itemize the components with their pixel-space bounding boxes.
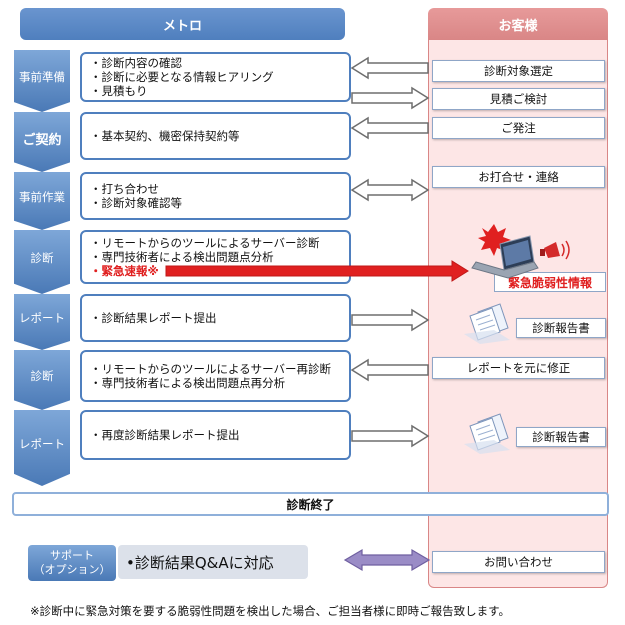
- task-line: ・診断結果レポート提出: [90, 311, 217, 325]
- phase-rereport: レポート: [14, 410, 70, 486]
- phase-label: 事前作業: [19, 190, 65, 204]
- report-document-icon: [464, 413, 510, 454]
- task-line: ・診断対象確認等: [90, 196, 182, 210]
- arrow-right-icon: [351, 308, 430, 332]
- customer-task-inquiry: お問い合わせ: [432, 551, 605, 573]
- task-box-rereport: ・再度診断結果レポート提出: [80, 410, 351, 460]
- task-line: ・基本契約、機密保持契約等: [90, 129, 240, 143]
- task-box-contract: ・基本契約、機密保持契約等: [80, 112, 351, 160]
- customer-task-meeting: お打合せ・連絡: [432, 166, 605, 188]
- phase-label: 診断: [30, 369, 54, 383]
- megaphone-icon: [540, 240, 570, 260]
- task-line: ・打ち合わせ: [90, 182, 159, 196]
- support-arrow-icon: [343, 548, 431, 572]
- task-line: ・リモートからのツールによるサーバー再診断: [90, 362, 332, 376]
- phase-contract: ご契約: [14, 112, 70, 172]
- task-box-pre-work: ・打ち合わせ ・診断対象確認等: [80, 172, 351, 220]
- arrow-both-icon: [350, 178, 430, 202]
- task-box-rediagnosis: ・リモートからのツールによるサーバー再診断 ・専門技術者による検出問題点再分析: [80, 350, 351, 402]
- urgent-note: ・緊急速報※: [90, 264, 159, 278]
- report-label: 診断報告書: [516, 427, 606, 447]
- customer-header: お客様: [428, 8, 608, 40]
- arrow-left-icon: [350, 56, 429, 80]
- arrow-right-icon: [351, 86, 430, 110]
- support-description: •診断結果Q&Aに対応: [118, 545, 308, 579]
- phase-report: レポート: [14, 294, 70, 350]
- laptop-alert-icon: [471, 224, 539, 279]
- footnote: ※診断中に緊急対策を要する脆弱性問題を検出した場合、ご担当者様に即時ご報告致しま…: [30, 604, 510, 618]
- task-box-report: ・診断結果レポート提出: [80, 294, 351, 342]
- phase-pre-work: 事前作業: [14, 172, 70, 230]
- customer-task-fix: レポートを元に修正: [432, 357, 605, 379]
- metro-header: メトロ: [20, 8, 345, 40]
- phase-label: レポート: [19, 437, 65, 451]
- phase-label: ご契約: [22, 132, 62, 148]
- arrow-right-icon: [351, 424, 430, 448]
- support-line: サポート: [50, 549, 94, 562]
- report-document-icon: [464, 303, 510, 344]
- phase-pre-preparation: 事前準備: [14, 50, 70, 112]
- task-line: ・専門技術者による検出問題点分析: [90, 250, 274, 264]
- urgent-arrow-icon: [165, 260, 469, 282]
- phase-rediagnosis: 診断: [14, 350, 70, 410]
- task-line: ・リモートからのツールによるサーバー診断: [90, 236, 320, 250]
- phase-diagnosis: 診断: [14, 230, 70, 294]
- support-option-label: サポート （オプション）: [28, 545, 116, 581]
- customer-task-estimate-review: 見積ご検討: [432, 88, 605, 110]
- arrow-left-icon: [350, 358, 429, 382]
- customer-task-order: ご発注: [432, 117, 605, 139]
- task-line: ・専門技術者による検出問題点再分析: [90, 376, 286, 390]
- task-line: ・再度診断結果レポート提出: [90, 428, 240, 442]
- task-line: ・見積もり: [90, 84, 148, 98]
- task-box-preparation: ・診断内容の確認 ・診断に必要となる情報ヒアリング ・見積もり: [80, 52, 351, 102]
- diagnosis-end-bar: 診断終了: [12, 492, 609, 516]
- customer-task-target-selection: 診断対象選定: [432, 60, 605, 82]
- task-line: ・診断に必要となる情報ヒアリング: [90, 70, 274, 84]
- report-label: 診断報告書: [516, 318, 606, 338]
- phase-label: 診断: [30, 251, 54, 265]
- phase-label: 事前準備: [19, 70, 65, 84]
- arrow-left-icon: [350, 116, 429, 140]
- urgent-vulnerability-label: 緊急脆弱性情報: [494, 272, 606, 292]
- task-line: ・診断内容の確認: [90, 56, 182, 70]
- phase-label: レポート: [19, 311, 65, 325]
- support-line: （オプション）: [33, 563, 111, 576]
